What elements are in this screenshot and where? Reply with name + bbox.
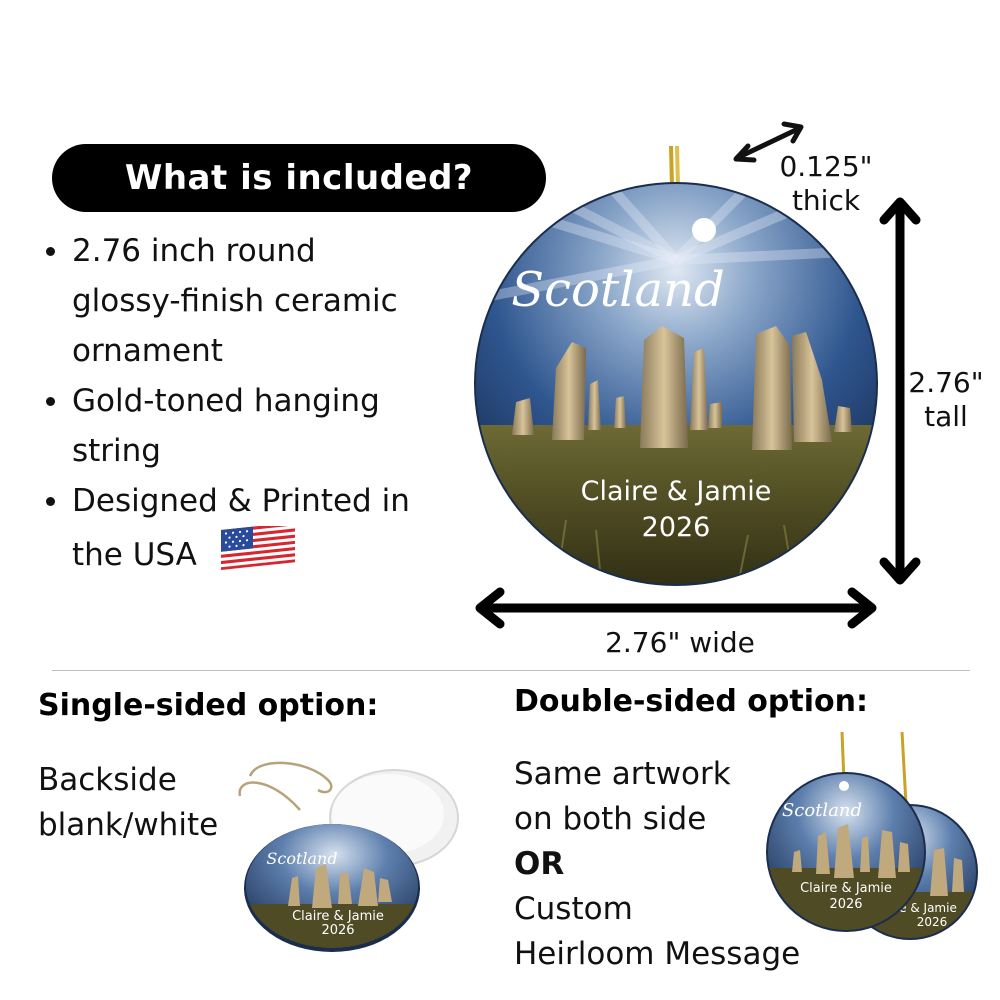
included-heading: What is included? [52, 144, 546, 212]
feature-item: 2.76 inch round glossy-finish ceramic or… [40, 226, 420, 376]
svg-text:Claire & Jamie: Claire & Jamie [292, 909, 384, 924]
section-divider [52, 670, 970, 671]
svg-text:2026: 2026 [829, 897, 862, 912]
feature-item: Designed & Printed in the USA [40, 476, 420, 587]
svg-text:2026: 2026 [321, 923, 354, 938]
single-sided-ornament-image: Scotland Claire & Jamie 2026 [238, 761, 459, 952]
height-label: 2.76" tall [908, 366, 984, 433]
included-heading-text: What is included? [124, 158, 474, 198]
feature-item: Gold-toned hanging string [40, 376, 420, 476]
width-arrow-icon [475, 587, 877, 629]
svg-text:2026: 2026 [917, 915, 948, 929]
svg-text:Scotland: Scotland [266, 849, 337, 868]
width-label: 2.76" wide [605, 626, 755, 659]
svg-text:e & Jamie: e & Jamie [899, 901, 957, 915]
double-sided-ornament-image: e & Jamie 2026 Scotland Claire & Jamie 2… [766, 732, 978, 940]
ornament-names: Claire & Jamie [581, 476, 772, 507]
ornament-diagram: Scotland Claire & Jamie 2026 [474, 121, 921, 629]
svg-text:Scotland: Scotland [782, 800, 862, 821]
svg-text:Claire & Jamie: Claire & Jamie [800, 881, 892, 896]
double-sided-description: Same artwork on both side OR Custom Heir… [514, 756, 801, 972]
standing-stones [512, 326, 852, 450]
height-arrow-icon [879, 197, 921, 585]
ornament-title: Scotland [511, 262, 725, 318]
double-sided-heading: Double-sided option: [514, 684, 868, 719]
feature-list: 2.76 inch round glossy-finish ceramic or… [40, 226, 420, 587]
thickness-arrow-icon [733, 121, 804, 163]
thickness-label: 0.125" thick [779, 150, 873, 217]
single-sided-description: Backside blank/white [38, 762, 219, 843]
ornament-front: Scotland Claire & Jamie 2026 [474, 182, 878, 586]
ornament-year: 2026 [642, 512, 711, 543]
single-sided-heading: Single-sided option: [38, 688, 379, 723]
